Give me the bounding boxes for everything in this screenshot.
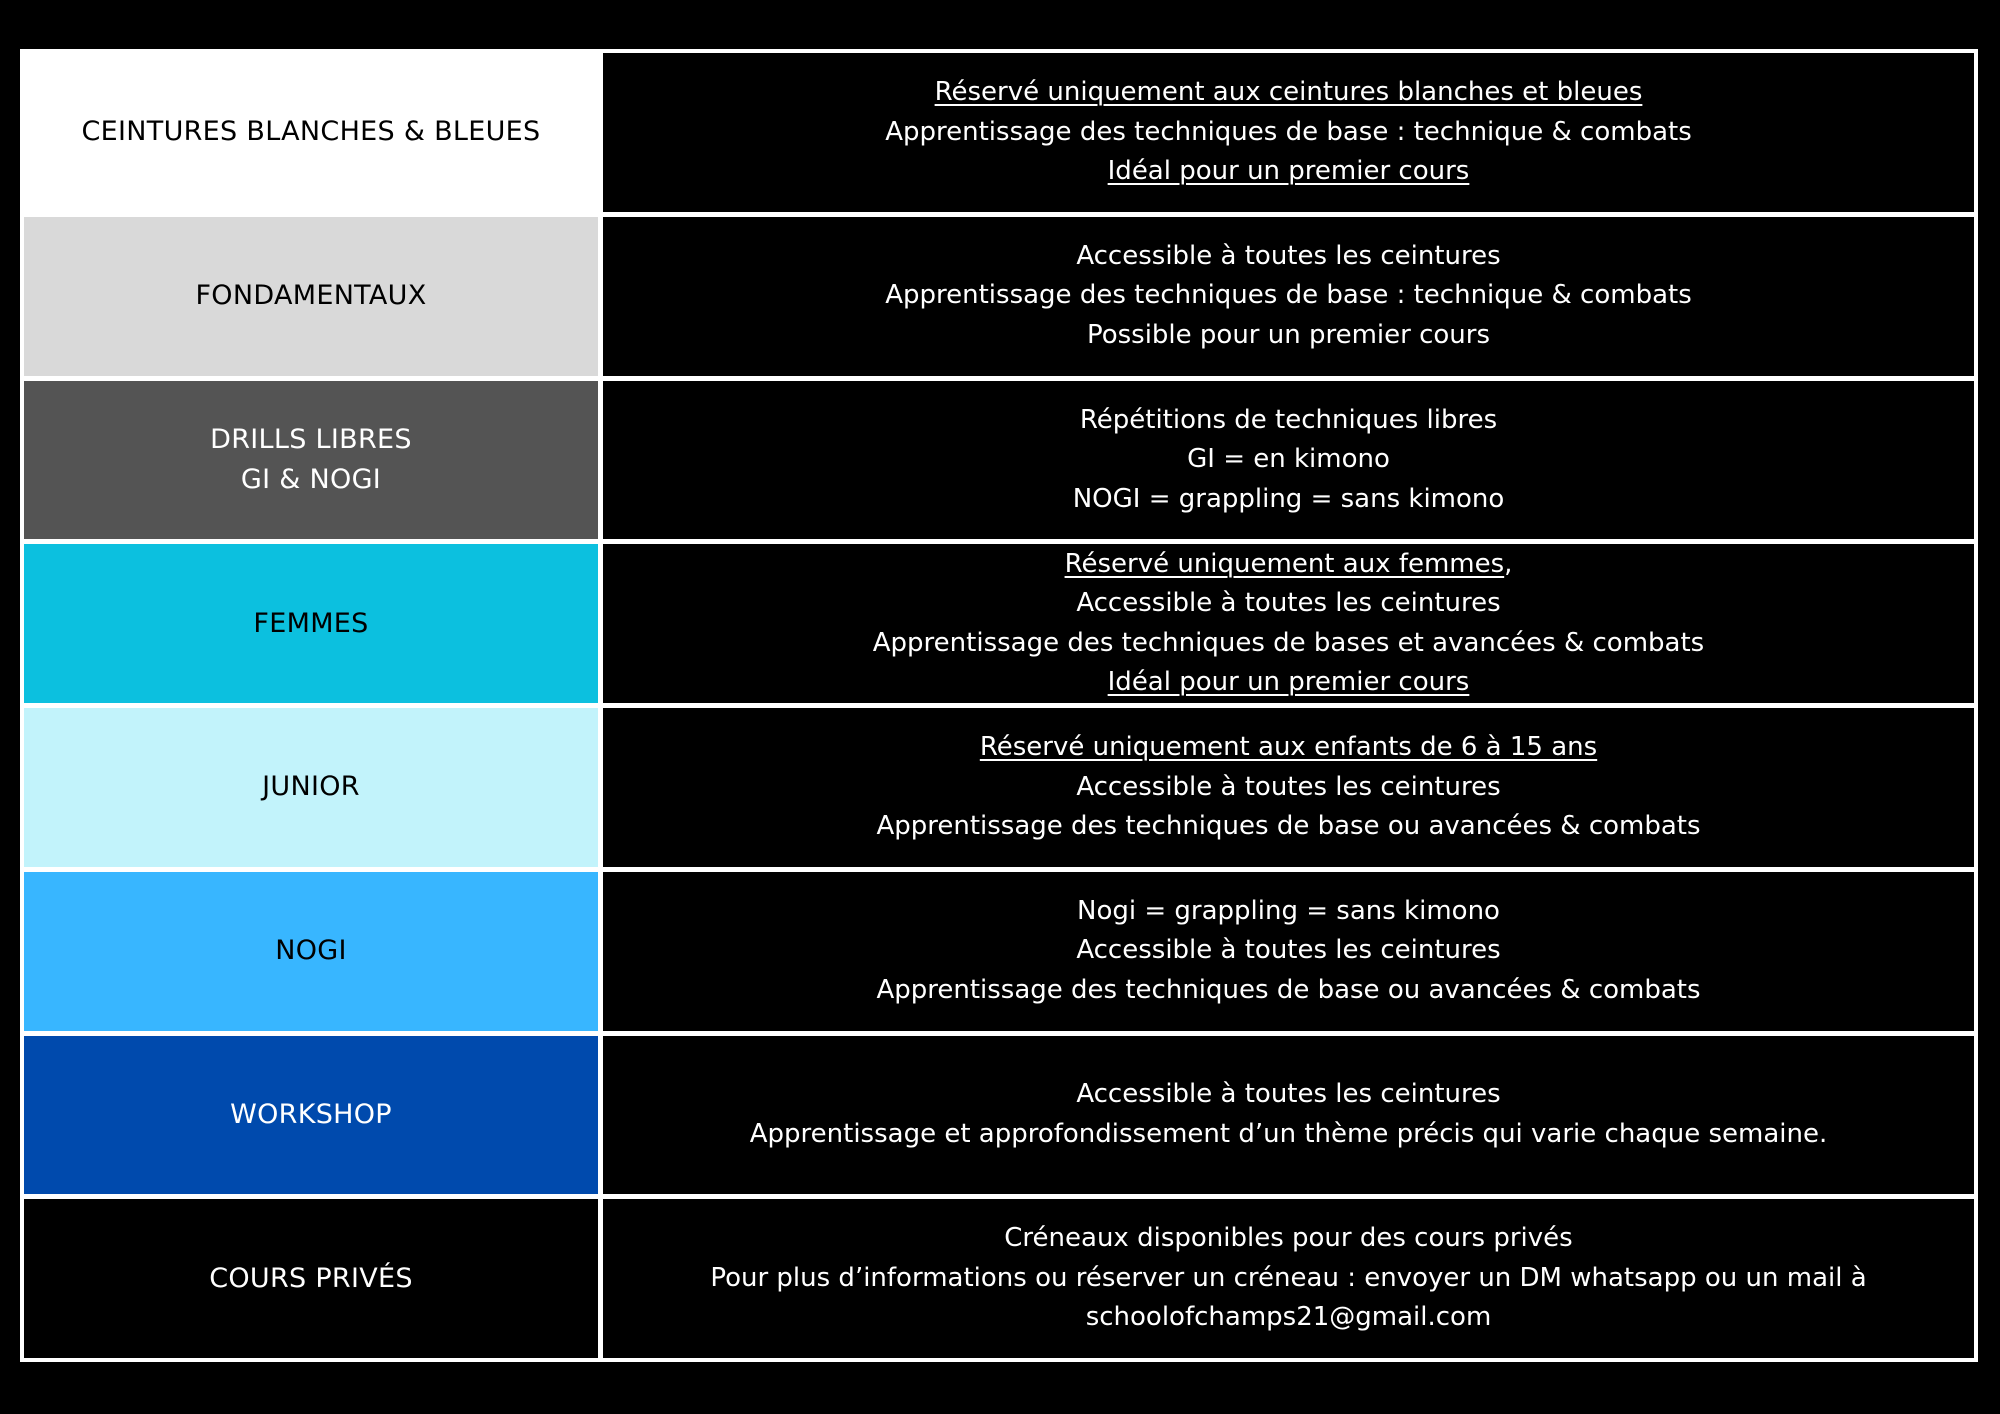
description-line: Apprentissage et approfondissement d’un … [750, 1115, 1828, 1155]
description-line: Possible pour un premier cours [1087, 316, 1490, 356]
text: GI = en kimono [1187, 444, 1390, 475]
description-line: Apprentissage des techniques de base ou … [876, 971, 1700, 1011]
text: Accessible à toutes les ceintures [1076, 588, 1501, 619]
text: Créneaux disponibles pour des cours priv… [1004, 1223, 1573, 1254]
description-line: Répétitions de techniques libres [1080, 401, 1497, 441]
description-line: Accessible à toutes les ceintures [1076, 768, 1500, 808]
description-line: Réservé uniquement aux femmes, [1065, 545, 1513, 585]
text: , [1504, 548, 1513, 579]
description-line: Pour plus d’informations ou réserver un … [710, 1259, 1866, 1299]
text: Accessible à toutes les ceintures [1076, 1079, 1501, 1110]
text: schoolofchamps21@gmail.com [1085, 1302, 1492, 1333]
description-line: Apprentissage des techniques de base : t… [885, 113, 1692, 153]
description-line: GI = en kimono [1187, 440, 1390, 480]
description-line: Réservé uniquement aux enfants de 6 à 15… [980, 728, 1597, 768]
description-line: Apprentissage des techniques de bases et… [873, 624, 1704, 664]
description-line: Accessible à toutes les ceintures [1076, 584, 1500, 624]
text: Apprentissage et approfondissement d’un … [749, 1118, 1828, 1149]
class-name-cell: CEINTURES BLANCHES & BLEUES [24, 53, 598, 212]
text: Apprentissage des techniques de base ou … [876, 974, 1701, 1005]
description-line: Apprentissage des techniques de base : t… [885, 276, 1692, 316]
underlined-text: Réservé uniquement aux ceintures blanche… [934, 77, 1643, 108]
text: Apprentissage des techniques de base : t… [885, 280, 1692, 311]
description-line: NOGI = grappling = sans kimono [1073, 480, 1505, 520]
text: Apprentissage des techniques de base ou … [876, 811, 1701, 842]
underlined-text: Réservé uniquement aux enfants de 6 à 15… [979, 732, 1598, 763]
class-description-cell: Réservé uniquement aux femmes,Accessible… [603, 544, 1974, 703]
text: Apprentissage des techniques de bases et… [872, 627, 1705, 658]
underlined-text: Idéal pour un premier cours [1107, 156, 1470, 187]
class-description-cell: Réservé uniquement aux enfants de 6 à 15… [603, 708, 1974, 867]
text: Pour plus d’informations ou réserver un … [710, 1262, 1867, 1293]
text: Répétitions de techniques libres [1079, 404, 1498, 435]
class-description-cell: Créneaux disponibles pour des cours priv… [603, 1199, 1974, 1358]
class-description-cell: Réservé uniquement aux ceintures blanche… [603, 53, 1974, 212]
description-line: Accessible à toutes les ceintures [1076, 1075, 1500, 1115]
description-line: Idéal pour un premier cours [1108, 152, 1470, 192]
text: Nogi = grappling = sans kimono [1077, 895, 1500, 926]
class-name-cell: FONDAMENTAUX [24, 216, 598, 376]
class-name-cell: FEMMES [24, 544, 598, 703]
class-name-cell: NOGI [24, 871, 598, 1031]
class-name-cell: WORKSHOP [24, 1035, 598, 1195]
text: Accessible à toutes les ceintures [1076, 240, 1501, 271]
description-line: Accessible à toutes les ceintures [1076, 931, 1500, 971]
text: Accessible à toutes les ceintures [1076, 935, 1501, 966]
class-name-cell: JUNIOR [24, 708, 598, 867]
class-description-cell: Répétitions de techniques libres GI = en … [603, 380, 1974, 540]
class-name-cell: COURS PRIVÉS [24, 1199, 598, 1358]
class-schedule-table: CEINTURES BLANCHES & BLEUES Réservé uniqu… [20, 49, 1978, 1362]
text: Accessible à toutes les ceintures [1076, 771, 1501, 802]
description-line: Apprentissage des techniques de base ou … [876, 807, 1700, 847]
description-line: Créneaux disponibles pour des cours priv… [1004, 1219, 1572, 1259]
text: Possible pour un premier cours [1086, 319, 1491, 350]
text: Apprentissage des techniques de base : t… [885, 116, 1692, 147]
underlined-text: Réservé uniquement aux femmes [1064, 548, 1505, 579]
description-line: schoolofchamps21@gmail.com [1086, 1298, 1492, 1338]
text: NOGI = grappling = sans kimono [1072, 483, 1505, 514]
class-name-cell: DRILLS LIBRES GI & NOGI [24, 380, 598, 540]
description-line: Accessible à toutes les ceintures [1076, 237, 1500, 277]
description-line: Réservé uniquement aux ceintures blanche… [935, 73, 1643, 113]
description-line: Nogi = grappling = sans kimono [1077, 892, 1500, 932]
underlined-text: Idéal pour un premier cours [1107, 667, 1470, 698]
description-line: Idéal pour un premier cours [1108, 663, 1470, 703]
